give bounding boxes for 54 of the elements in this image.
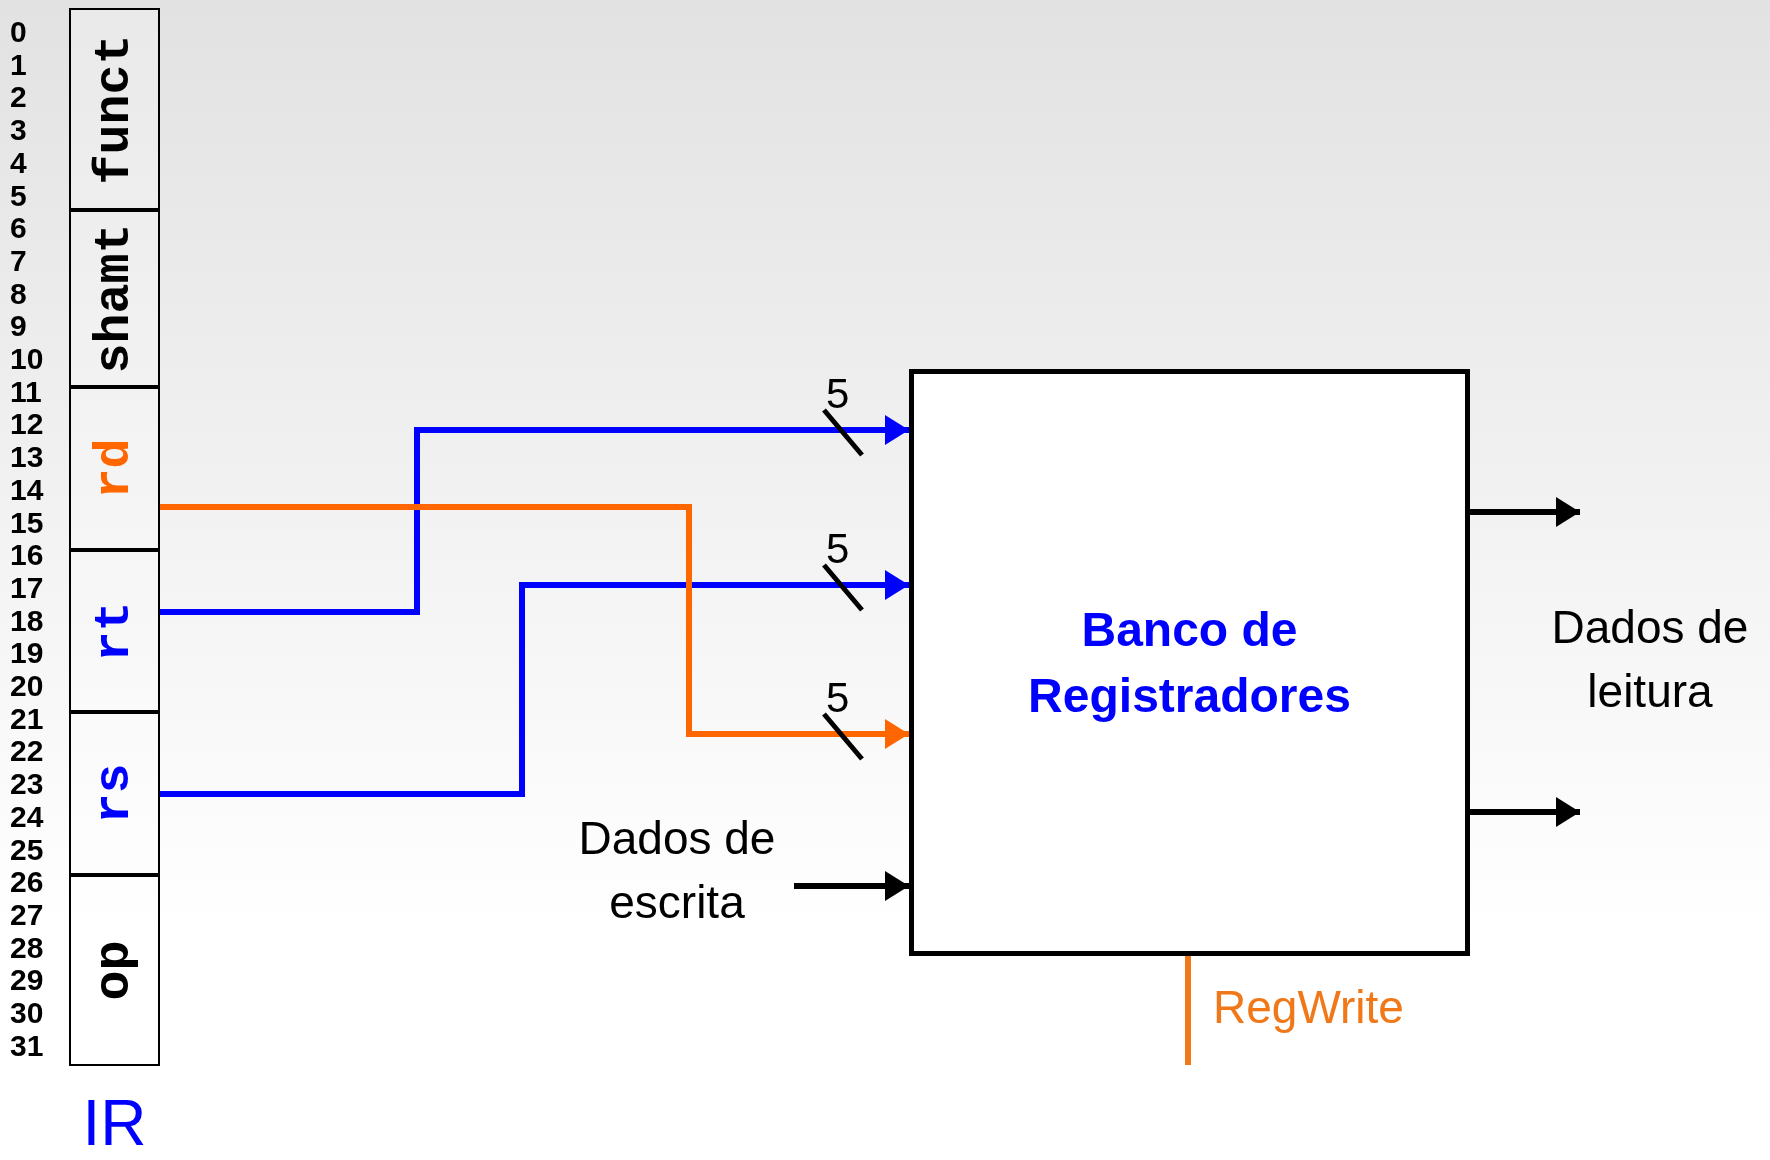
bit-number: 30 — [10, 998, 45, 1028]
bit-number: 28 — [10, 932, 45, 963]
bit-number: 31 — [10, 1030, 45, 1061]
bus-width-label: 5 — [826, 676, 850, 720]
bit-number: 9 — [10, 311, 28, 342]
bit-number: 10 — [10, 344, 45, 374]
register-field: rs — [69, 712, 160, 875]
bit-number: 23 — [10, 769, 45, 800]
arrow — [1470, 497, 1580, 527]
bit-number: 24 — [10, 801, 45, 832]
bit-number: 22 — [10, 736, 45, 767]
signal-line — [1185, 956, 1191, 1065]
bit-number: 5 — [10, 180, 28, 211]
bit-number: 27 — [10, 899, 45, 930]
register-field: rt — [69, 550, 160, 712]
bit-number: 12 — [10, 409, 45, 440]
bit-number: 26 — [10, 867, 45, 898]
bit-number: 17 — [10, 572, 45, 603]
bit-number: 18 — [10, 605, 45, 636]
signal-label: RegWrite — [1213, 980, 1404, 1034]
bit-number: 6 — [10, 213, 28, 244]
register-field: funct — [69, 8, 160, 210]
bit-number: 25 — [10, 834, 45, 865]
bit-number: 13 — [10, 442, 45, 473]
arrow — [1470, 797, 1580, 827]
bus-width-label: 5 — [826, 527, 850, 571]
block-title: Banco de Registradores — [1027, 601, 1352, 724]
arrow — [160, 415, 909, 615]
bit-number: 19 — [10, 638, 45, 669]
bit-number: 8 — [10, 278, 28, 309]
bit-number: 1 — [10, 49, 28, 80]
bit-number: 7 — [10, 245, 28, 276]
bus-width-label: 5 — [826, 372, 850, 416]
register-file-box — [909, 369, 1470, 956]
bit-number: 21 — [10, 703, 45, 734]
bit-number: 20 — [10, 671, 45, 701]
bit-number: 15 — [10, 507, 45, 538]
register-field: shamt — [69, 210, 160, 387]
bit-number: 14 — [10, 474, 45, 505]
bit-number: 2 — [10, 82, 28, 113]
bit-number: 3 — [10, 115, 28, 146]
arrow — [160, 570, 909, 797]
register-field: rd — [69, 387, 160, 550]
bit-number: 4 — [10, 147, 28, 178]
bit-number: 29 — [10, 965, 45, 996]
bit-number: 11 — [10, 376, 43, 407]
input-label: Dados de escrita — [577, 811, 777, 930]
register-name: IR — [81, 1088, 148, 1158]
arrow — [794, 871, 909, 901]
output-label: Dados de leitura — [1550, 600, 1750, 719]
arrow — [160, 504, 909, 749]
register-field: op — [69, 875, 160, 1066]
bit-number: 16 — [10, 540, 45, 571]
bit-number: 0 — [10, 17, 28, 47]
